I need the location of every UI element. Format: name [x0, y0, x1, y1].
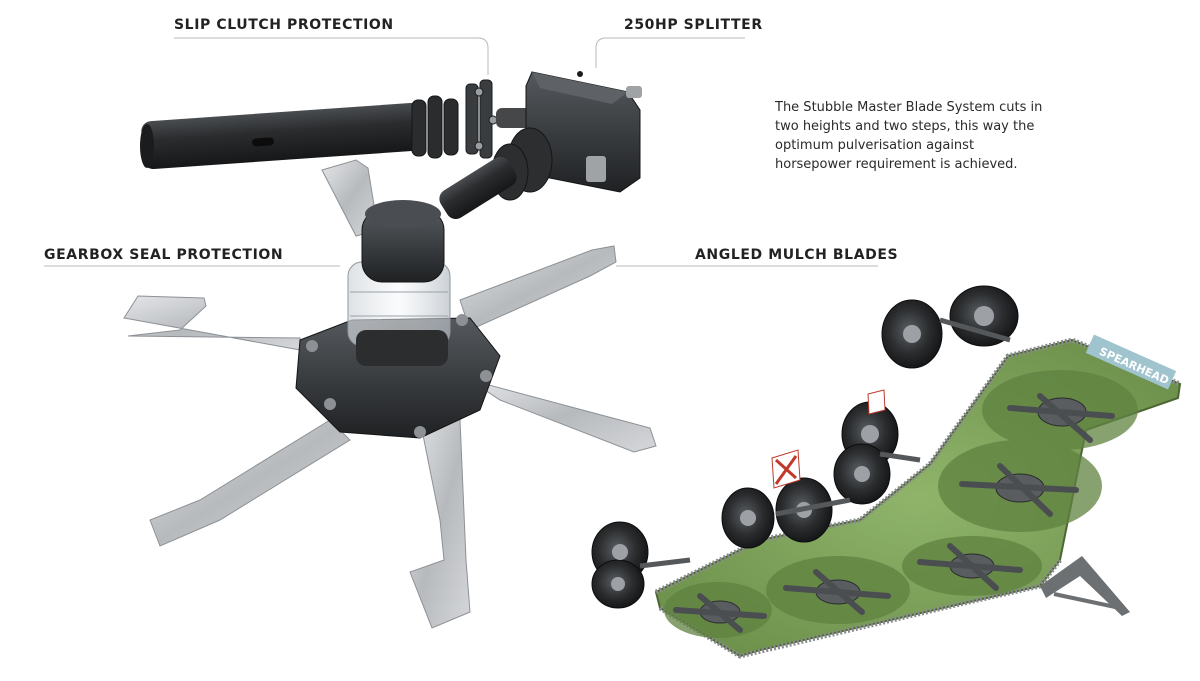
slip-clutch [465, 79, 498, 159]
warning-markers [771, 389, 886, 489]
blade-system-description: The Stubble Master Blade System cuts in … [775, 100, 1043, 172]
leader-slip-clutch [174, 37, 489, 75]
blade-bottom-left [149, 419, 351, 547]
splitter-gearbox [525, 71, 642, 193]
secondary-driveline [439, 127, 553, 219]
callout-slip-clutch: SLIP CLUTCH PROTECTION [174, 17, 394, 33]
leader-splitter [595, 37, 745, 68]
mower-deck: SPEARHEAD [654, 334, 1182, 659]
blade-bottom [409, 419, 471, 629]
wheel-arms [639, 317, 1011, 569]
blade-right [459, 245, 617, 331]
callout-mulch-blades: ANGLED MULCH BLADES [695, 247, 899, 263]
brand-decal-background [1085, 334, 1177, 390]
blade-left [123, 295, 301, 351]
blade-top [321, 159, 379, 237]
blade-bottom-right [469, 379, 657, 453]
mulch-blade-rotor [123, 159, 657, 629]
callout-gearbox-seal: GEARBOX SEAL PROTECTION [44, 247, 284, 263]
pto-driveline [140, 79, 536, 170]
leader-lines [44, 37, 878, 267]
callout-splitter: 250HP SPLITTER [624, 17, 763, 33]
